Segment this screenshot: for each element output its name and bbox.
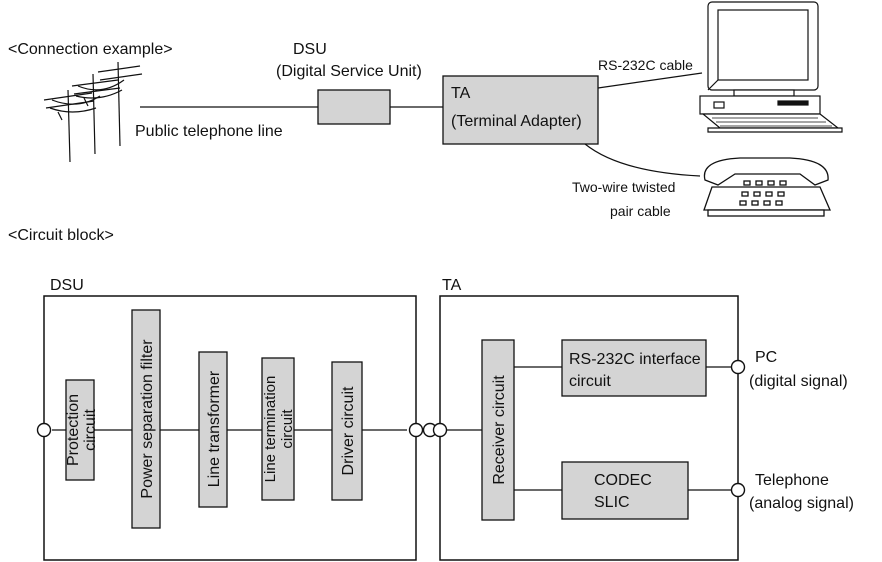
telephone-output-port — [730, 482, 746, 498]
protection-circuit-block: Protection circuit — [65, 379, 99, 481]
receiver-circuit-block: Receiver circuit — [481, 339, 515, 521]
ta-title: TA — [442, 277, 462, 294]
public-line-label: Public telephone line — [135, 123, 283, 140]
two-wire-cable — [584, 143, 701, 177]
line-termination-label-line1: Line termination — [262, 376, 279, 483]
pc-label-line2: (digital signal) — [749, 373, 848, 390]
protection-label-line2: circuit — [82, 409, 99, 451]
circuit-block-heading: <Circuit block> — [8, 227, 114, 244]
dsu-title: DSU — [50, 277, 84, 294]
line-termination-label-line2: circuit — [279, 409, 296, 449]
utility-pole-icon — [43, 61, 143, 163]
driver-circuit-label: Driver circuit — [340, 386, 357, 475]
driver-circuit-block: Driver circuit — [331, 361, 363, 501]
codec-label: CODEC — [594, 472, 652, 489]
pc-output-port — [730, 359, 746, 375]
power-separation-filter-block: Power separation filter — [131, 309, 161, 529]
computer-icon — [699, 1, 843, 133]
line-transformer-block: Line transformer — [198, 351, 228, 508]
rs232c-block-line1: RS-232C interface — [569, 351, 701, 368]
ta-input-port — [432, 422, 448, 438]
ta-box — [442, 75, 599, 145]
pc-label-line1: PC — [755, 349, 777, 366]
ta-label-line1: TA — [451, 85, 471, 102]
dsu-input-port — [36, 422, 52, 438]
rs232c-cable — [597, 72, 703, 89]
dsu-output-port — [408, 422, 424, 438]
ta-label-line2: (Terminal Adapter) — [451, 113, 582, 130]
slic-label: SLIC — [594, 494, 630, 511]
rs232c-cable-label: RS-232C cable — [598, 57, 693, 73]
telephone-label-line2: (analog signal) — [749, 495, 854, 512]
twisted-pair-label-line2: pair cable — [610, 203, 671, 219]
telephone-label-line1: Telephone — [755, 472, 829, 489]
rs232c-interface-block: RS-232C interface circuit — [561, 339, 707, 397]
dsu-label-line2: (Digital Service Unit) — [276, 63, 422, 80]
dsu-box — [317, 89, 391, 125]
twisted-pair-label-line1: Two-wire twisted — [572, 179, 675, 195]
telephone-icon — [703, 157, 831, 217]
line-termination-circuit-block: Line termination circuit — [261, 357, 296, 501]
power-separation-label: Power separation filter — [139, 339, 156, 499]
line-transformer-label: Line transformer — [206, 370, 223, 487]
rs232c-block-line2: circuit — [569, 373, 611, 390]
codec-slic-block: CODEC SLIC — [561, 461, 689, 520]
connection-example-heading: <Connection example> — [8, 41, 173, 58]
receiver-circuit-label: Receiver circuit — [491, 375, 508, 485]
protection-label-line1: Protection — [65, 394, 82, 466]
dsu-label-line1: DSU — [293, 41, 327, 58]
